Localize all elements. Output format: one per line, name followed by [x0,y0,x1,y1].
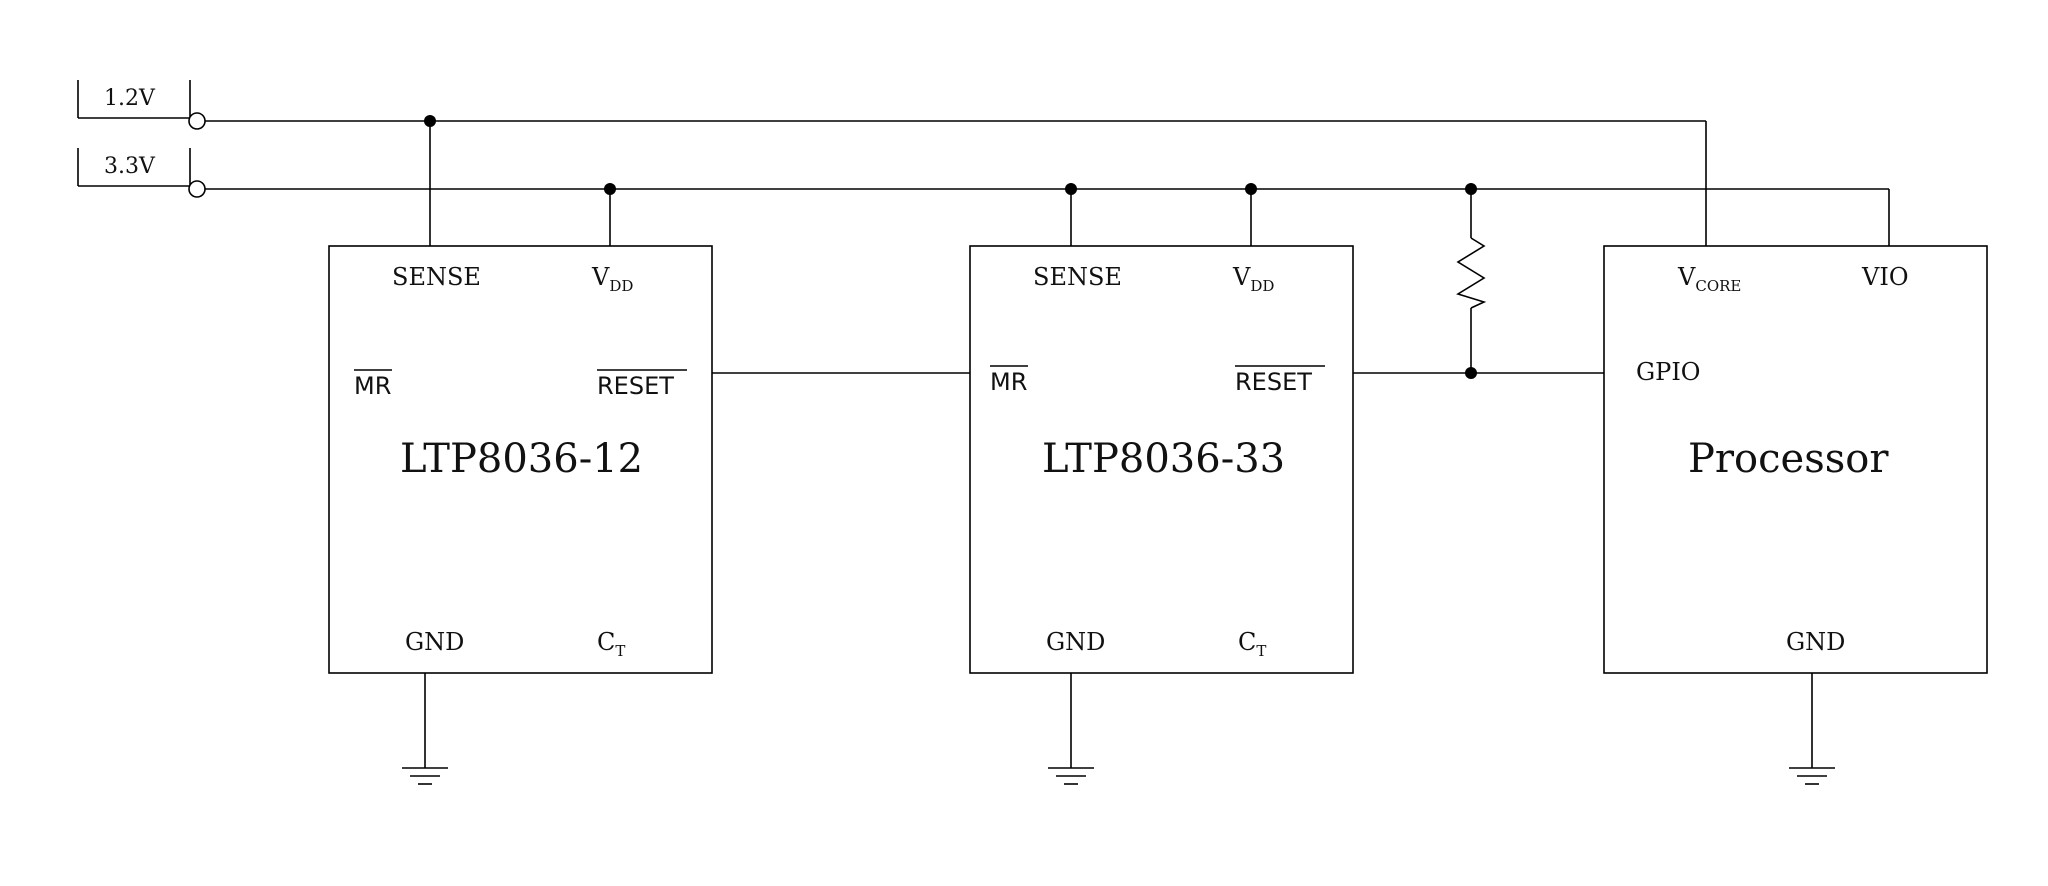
pin-reset: RESET [1235,368,1312,396]
pin-mr: MR [990,368,1027,396]
ground-symbol [402,673,448,785]
terminal-circle [188,112,206,130]
pin-mr: MR [354,372,391,400]
ground-symbol [1789,673,1835,785]
pin-sense: SENSE [392,263,481,291]
chip-ltp8036-12: SENSE VDD MR RESET LTP8036-12 GND CT [328,245,713,674]
junction-dot [1065,183,1077,195]
rail-label-3v3: 3.3V [77,148,191,187]
junction-dot [1465,367,1477,379]
chip-title: LTP8036-12 [400,436,643,482]
terminal-circle [188,180,206,198]
pin-sense: SENSE [1033,263,1122,291]
rail-label-1v2: 1.2V [77,80,191,119]
rail-label-text: 1.2V [104,86,156,111]
pin-vdd: VDD [1232,263,1274,295]
pullup-resistor [1456,189,1487,373]
rail-1v2-wire [188,112,1707,246]
pin-reset: RESET [597,372,674,400]
pin-ct: CT [597,628,625,660]
processor-title: Processor [1688,436,1889,482]
processor-block: VCORE VIO GPIO Processor GND [1603,245,1988,674]
pin-gnd: GND [1046,628,1105,656]
pin-gpio: GPIO [1636,358,1700,386]
pin-ct: CT [1238,628,1266,660]
rail-label-text: 3.3V [104,154,156,179]
pin-vcore: VCORE [1677,263,1741,295]
pin-gnd: GND [405,628,464,656]
pin-vio: VIO [1861,263,1909,291]
pin-vdd: VDD [591,263,633,295]
chip-ltp8036-33: SENSE VDD MR RESET LTP8036-33 GND CT [969,245,1354,674]
chip-title: LTP8036-33 [1042,436,1285,482]
junction-dot [1245,183,1257,195]
junction-dot [604,183,616,195]
pin-gnd: GND [1786,628,1845,656]
rail-3v3-wire [188,180,1890,246]
junction-dot [424,115,436,127]
ground-symbol [1048,673,1094,785]
